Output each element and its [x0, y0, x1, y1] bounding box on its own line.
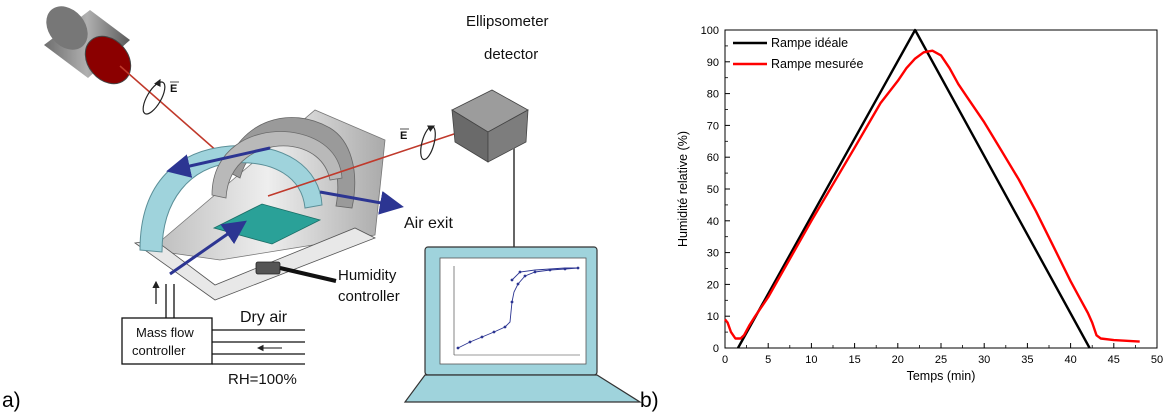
x-tick-label: 25 — [935, 354, 947, 366]
laptop-mini-plot — [453, 266, 580, 356]
y-tick-label: 10 — [707, 311, 719, 323]
humidity-ramp-chart: 0 5 10 15 20 25 30 35 40 45 50 0 10 20 30 40 50 60 70 80 90 1… — [676, 25, 1163, 383]
x-tick-label: 50 — [1151, 354, 1163, 366]
humidity-sensor — [255, 261, 337, 283]
mass-flow-label-1: Mass flow — [136, 325, 194, 340]
y-tick-label: 100 — [701, 25, 719, 37]
legend-label-1: Rampe idéale — [771, 36, 848, 50]
x-tick-label: 15 — [848, 354, 860, 366]
series-layer — [724, 28, 1140, 349]
y-tick-label: 80 — [707, 89, 719, 101]
x-tick-label: 0 — [722, 354, 728, 366]
humidity-label-1: Humidity — [338, 267, 397, 284]
dry-air-label: Dry air — [240, 309, 288, 326]
y-tick-label: 70 — [707, 120, 719, 132]
air-flow-out-arrow — [166, 146, 271, 178]
panel-a-label: a) — [2, 389, 21, 412]
polarization-incident: E — [142, 78, 179, 115]
air-exit-arrow — [319, 190, 404, 215]
x-tick-label: 40 — [1064, 354, 1076, 366]
humidity-label-2: controller — [338, 288, 400, 305]
mass-flow-system — [121, 280, 305, 365]
y-tick-label: 40 — [707, 216, 719, 228]
y-tick-label: 90 — [707, 57, 719, 69]
x-tick-label: 35 — [1021, 354, 1033, 366]
y-tick-label: 30 — [707, 248, 719, 260]
reflected-beam — [267, 131, 461, 197]
laptop — [403, 246, 643, 403]
detector-cube — [451, 89, 529, 163]
ellipsometer-label-2: detector — [484, 46, 538, 63]
x-tick-label: 20 — [892, 354, 904, 366]
x-tick-label: 30 — [978, 354, 990, 366]
x-tick-label: 5 — [765, 354, 771, 366]
air-inlet-arrow — [169, 220, 247, 276]
series-line-2 — [724, 49, 1140, 343]
series-line-1 — [736, 28, 1091, 349]
y-tick-label: 20 — [707, 279, 719, 291]
x-tick-label: 45 — [1108, 354, 1120, 366]
legend-label-2: Rampe mesurée — [771, 57, 863, 71]
rh-label: RH=100% — [228, 371, 297, 388]
air-exit-label: Air exit — [404, 215, 453, 232]
setup-diagram: E E — [2, 6, 643, 412]
y-tick-label: 50 — [707, 184, 719, 196]
svg-text:E: E — [170, 83, 177, 95]
svg-text:E: E — [400, 130, 407, 142]
x-axis-title: Temps (min) — [907, 369, 976, 383]
panel-b-label: b) — [640, 389, 659, 412]
mass-flow-label-2: controller — [132, 343, 186, 358]
polarization-reflected: E — [400, 125, 436, 161]
x-tick-label: 10 — [805, 354, 817, 366]
y-axis-title: Humidité relative (%) — [676, 131, 690, 247]
axis-ticks: 0 5 10 15 20 25 30 35 40 45 50 0 10 20 30 40 50 60 70 80 90 1… — [701, 25, 1163, 366]
light-source — [44, 6, 132, 85]
y-tick-label: 0 — [713, 343, 719, 355]
inner-arch — [211, 131, 343, 199]
ellipsometer-label-1: Ellipsometer — [466, 13, 549, 30]
y-tick-label: 60 — [707, 152, 719, 164]
